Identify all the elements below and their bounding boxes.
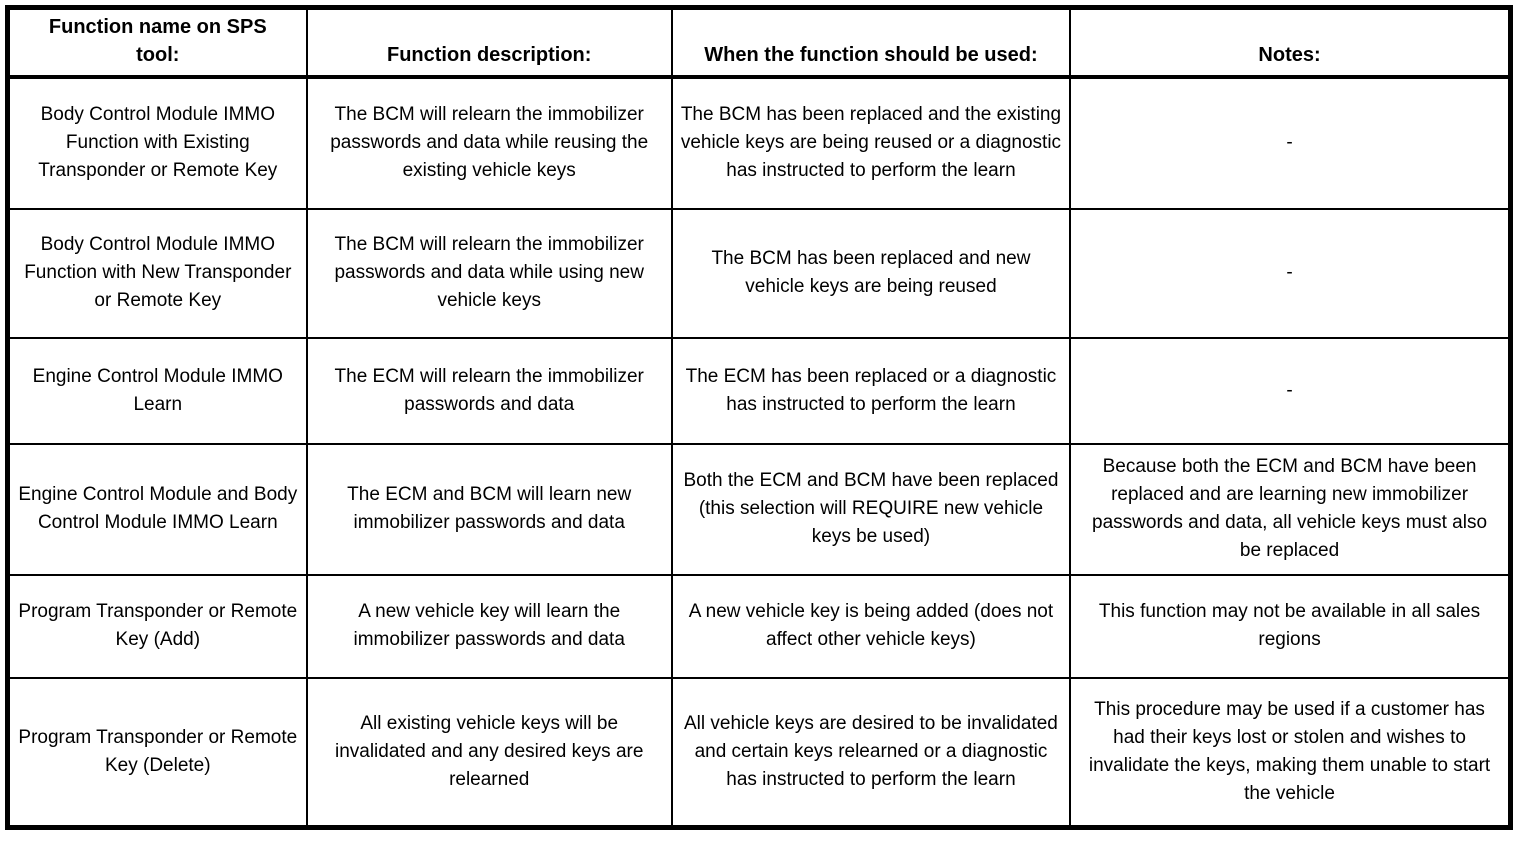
column-header-function-name: Function name on SPS tool: [6, 6, 308, 79]
cell-function-name: Engine Control Module IMMO Learn [6, 336, 308, 445]
cell-when-used: The BCM has been replaced and the existi… [670, 75, 1072, 210]
table-row: Body Control Module IMMO Function with N… [6, 207, 1512, 339]
cell-function-description: The BCM will relearn the immobilizer pas… [305, 207, 673, 339]
cell-when-used: All vehicle keys are desired to be inval… [670, 676, 1072, 829]
cell-function-name: Program Transponder or Remote Key (Add) [6, 573, 308, 679]
table-row: Engine Control Module and Body Control M… [6, 442, 1512, 576]
column-header-when-used-label: When the function should be used: [704, 44, 1038, 67]
cell-function-description: The BCM will relearn the immobilizer pas… [305, 75, 673, 210]
cell-function-description: The ECM and BCM will learn new immobiliz… [305, 442, 673, 576]
cell-function-description: All existing vehicle keys will be invali… [305, 676, 673, 829]
column-header-function-description: Function description: [305, 6, 673, 79]
cell-notes: This procedure may be used if a customer… [1069, 676, 1512, 829]
cell-notes: Because both the ECM and BCM have been r… [1069, 442, 1512, 576]
column-header-notes-label: Notes: [1258, 44, 1321, 67]
column-header-notes: Notes: [1069, 6, 1512, 79]
cell-when-used: Both the ECM and BCM have been replaced … [670, 442, 1072, 576]
cell-function-name: Body Control Module IMMO Function with E… [6, 75, 308, 210]
cell-function-description: A new vehicle key will learn the immobil… [305, 573, 673, 679]
cell-notes: - [1069, 75, 1512, 210]
cell-when-used: The BCM has been replaced and new vehicl… [670, 207, 1072, 339]
cell-function-name: Engine Control Module and Body Control M… [6, 442, 308, 576]
column-header-when-used: When the function should be used: [670, 6, 1072, 79]
column-header-function-description-label: Function description: [386, 44, 592, 67]
header-row: Function name on SPS tool: Function desc… [6, 6, 1512, 79]
cell-function-description: The ECM will relearn the immobilizer pas… [305, 336, 673, 445]
table-row: Program Transponder or Remote Key (Add) … [6, 573, 1512, 679]
table-row: Program Transponder or Remote Key (Delet… [6, 676, 1512, 829]
cell-function-name: Body Control Module IMMO Function with N… [6, 207, 308, 339]
cell-when-used: A new vehicle key is being added (does n… [670, 573, 1072, 679]
table-row: Engine Control Module IMMO Learn The ECM… [6, 336, 1512, 445]
cell-notes: - [1069, 207, 1512, 339]
sps-functions-table: Function name on SPS tool: Function desc… [5, 5, 1513, 831]
cell-notes: This function may not be available in al… [1069, 573, 1512, 679]
column-header-function-name-label: Function name on SPS tool: [48, 16, 267, 67]
cell-notes: - [1069, 336, 1512, 445]
cell-when-used: The ECM has been replaced or a diagnosti… [670, 336, 1072, 445]
table-row: Body Control Module IMMO Function with E… [6, 75, 1512, 210]
cell-function-name: Program Transponder or Remote Key (Delet… [6, 676, 308, 829]
